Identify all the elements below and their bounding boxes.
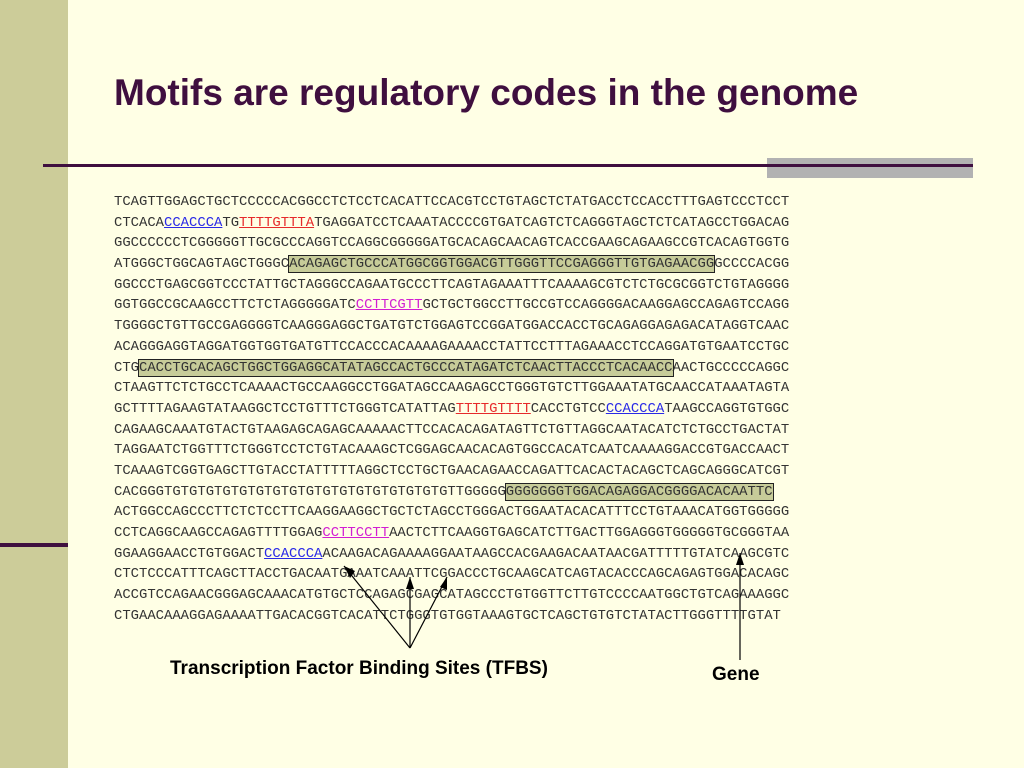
- sequence-line: ATGGGCTGGCAGTAGCTGGGCACAGAGCTGCCCATGGCGG…: [114, 254, 954, 275]
- sequence-line: TAGGAATCTGGTTTCTGGGTCCTCTGTACAAAGCTCGGAG…: [114, 440, 954, 461]
- sequence-line: CTCACACCACCCATGTTTTGTTTATGAGGATCCTCAAATA…: [114, 213, 954, 234]
- sequence-line: ACTGGCCAGCCCTTCTCTCCTTCAAGGAAGGCTGCTCTAG…: [114, 502, 954, 523]
- sequence-line: GCTTTTAGAAGTATAAGGCTCCTGTTTCTGGGTCATATTA…: [114, 399, 954, 420]
- tfbs-motif: CCACCCA: [605, 400, 665, 417]
- sequence-text: GCCCCACGG: [714, 256, 790, 273]
- sequence-text: GCTTTTAGAAGTATAAGGCTCCTGTTTCTGGGTCATATTA…: [114, 400, 456, 417]
- sequence-text: CTAAGTTCTCTGCCTCAAAACTGCCAAGGCCTGGATAGCC…: [114, 380, 790, 397]
- sequence-line: GGAAGGAACCTGTGGACTCCACCCAACAAGACAGAAAAGG…: [114, 544, 954, 565]
- tfbs-motif: CCACCCA: [164, 214, 223, 231]
- sequence-text: TGAGGATCCTCAAATACCCCGTGATCAGTCTCAGGGTAGC…: [314, 214, 790, 231]
- sequence-text: GGAAGGAACCTGTGGACT: [114, 545, 265, 562]
- title-rule-accent: [767, 158, 973, 178]
- sequence-line: CTAAGTTCTCTGCCTCAAAACTGCCAAGGCCTGGATAGCC…: [114, 378, 954, 399]
- sequence-line: CTGCACCTGCACAGCTGGCTGGAGGCATATAGCCACTGCC…: [114, 358, 954, 379]
- title-divider: [43, 164, 973, 167]
- sequence-line: CAGAAGCAAATGTACTGTAAGAGCAGAGCAAAAACTTCCA…: [114, 420, 954, 441]
- sequence-text: TAAGCCAGGTGTGGC: [664, 400, 790, 417]
- sequence-line: GGCCCCCCTCGGGGGTTGCGCCCAGGTCCAGGCGGGGGAT…: [114, 233, 954, 254]
- sequence-line: TGGGGCTGTTGCCGAGGGGTCAAGGGAGGCTGATGTCTGG…: [114, 316, 954, 337]
- sequence-line: GGTGGCCGCAAGCCTTCTCTAGGGGGATCCCTTCGTTGCT…: [114, 295, 954, 316]
- sequence-text: TAGGAATCTGGTTTCTGGGTCCTCTGTACAAAGCTCGGAG…: [114, 442, 790, 459]
- sequence-text: GCTGCTGGCCTTGCCGTCCAGGGGACAAGGAGCCAGAGTC…: [422, 297, 790, 314]
- sequence-text: ACAGGGAGGTAGGATGGTGGTGATGTTCCACCCACAAAAG…: [114, 338, 790, 355]
- sequence-text: AACTGCCCCCAGGC: [672, 359, 790, 376]
- sequence-text: CTG: [114, 359, 140, 376]
- sequence-line: TCAAAGTCGGTGAGCTTGTACCTATTTTTAGGCTCCTGCT…: [114, 461, 954, 482]
- dna-sequence-block: TCAGTTGGAGCTGCTCCCCCACGGCCTCTCCTCACATTCC…: [114, 192, 954, 626]
- gene-region: GGGGGGGTGGACAGAGGACGGGGACACAATTC: [504, 482, 774, 501]
- sequence-text: CACGGGTGTGTGTGTGTGTGTGTGTGTGTGTGTGTGTGTG…: [114, 483, 506, 500]
- tfbs-motif: TTTTGTTTT: [455, 400, 531, 417]
- sidebar-accent-line: [0, 543, 68, 547]
- tfbs-motif: TTTTGTTTA: [239, 214, 315, 231]
- sequence-line: CTCTCCCATTTCAGCTTACCTGACAATGAAATCAAATTCG…: [114, 564, 954, 585]
- sequence-text: TGGGGCTGTTGCCGAGGGGTCAAGGGAGGCTGATGTCTGG…: [114, 318, 790, 335]
- sequence-line: ACAGGGAGGTAGGATGGTGGTGATGTTCCACCCACAAAAG…: [114, 337, 954, 358]
- sequence-text: AACTCTTCAAGGTGAGCATCTTGACTTGGAGGGTGGGGGT…: [389, 525, 790, 541]
- gene-label: Gene: [712, 664, 760, 685]
- sequence-line: ACCGTCCAGAACGGGAGCAAACATGTGCTCCAGAGCGAGC…: [114, 585, 954, 606]
- sequence-text: GGCCCTGAGCGGTCCCTATTGCTAGGGCCAGAATGCCCTT…: [114, 276, 790, 293]
- tfbs-motif: CCTTCCTT: [322, 525, 390, 541]
- gene-region: ACAGAGCTGCCCATGGCGGTGGACGTTGGGTTCCGAGGGT…: [288, 255, 716, 274]
- sequence-line: GGCCCTGAGCGGTCCCTATTGCTAGGGCCAGAATGCCCTT…: [114, 275, 954, 296]
- sequence-text: CAGAAGCAAATGTACTGTAAGAGCAGAGCAAAAACTTCCA…: [114, 421, 790, 438]
- sequence-text: CTCTCCCATTTCAGCTTACCTGACAATGAAATCAAATTCG…: [114, 566, 790, 583]
- sequence-text: CTGAACAAAGGAGAAAATTGACACGGTCACATTCTGGGTG…: [114, 607, 781, 624]
- sequence-text: ACAAGACAGAAAAGGAATAAGCCACGAAGACAATAACGAT…: [322, 545, 790, 562]
- slide-title: Motifs are regulatory codes in the genom…: [114, 72, 859, 113]
- sequence-text: ACCGTCCAGAACGGGAGCAAACATGTGCTCCAGAGCGAGC…: [114, 587, 790, 604]
- sequence-line: TCAGTTGGAGCTGCTCCCCCACGGCCTCTCCTCACATTCC…: [114, 192, 954, 213]
- sequence-text: CACCTGTCC: [530, 400, 606, 417]
- sequence-text: CTCACA: [114, 214, 165, 231]
- sequence-text: CCTCAGGCAAGCCAGAGTTTTGGAG: [114, 525, 323, 541]
- sequence-text: GGTGGCCGCAAGCCTTCTCTAGGGGGATC: [114, 297, 356, 314]
- sequence-text: TCAAAGTCGGTGAGCTTGTACCTATTTTTAGGCTCCTGCT…: [114, 462, 790, 479]
- sequence-text: GGCCCCCCTCGGGGGTTGCGCCCAGGTCCAGGCGGGGGAT…: [114, 235, 790, 252]
- sequence-line: CTGAACAAAGGAGAAAATTGACACGGTCACATTCTGGGTG…: [114, 606, 954, 627]
- tfbs-label: Transcription Factor Binding Sites (TFBS…: [170, 658, 548, 679]
- sequence-line: CCTCAGGCAAGCCAGAGTTTTGGAGCCTTCCTTAACTCTT…: [114, 523, 954, 544]
- sequence-text: ATGGGCTGGCAGTAGCTGGGC: [114, 256, 290, 273]
- sequence-text: ACTGGCCAGCCCTTCTCTCCTTCAAGGAAGGCTGCTCTAG…: [114, 504, 790, 521]
- tfbs-motif: CCACCCA: [264, 545, 323, 562]
- left-sidebar-band: [0, 0, 68, 768]
- sequence-text: TG: [222, 214, 240, 231]
- sequence-text: TCAGTTGGAGCTGCTCCCCCACGGCCTCTCCTCACATTCC…: [114, 194, 790, 210]
- tfbs-motif: CCTTCGTT: [355, 297, 423, 314]
- sequence-line: CACGGGTGTGTGTGTGTGTGTGTGTGTGTGTGTGTGTGTG…: [114, 482, 954, 503]
- gene-region: CACCTGCACAGCTGGCTGGAGGCATATAGCCACTGCCCAT…: [138, 358, 674, 377]
